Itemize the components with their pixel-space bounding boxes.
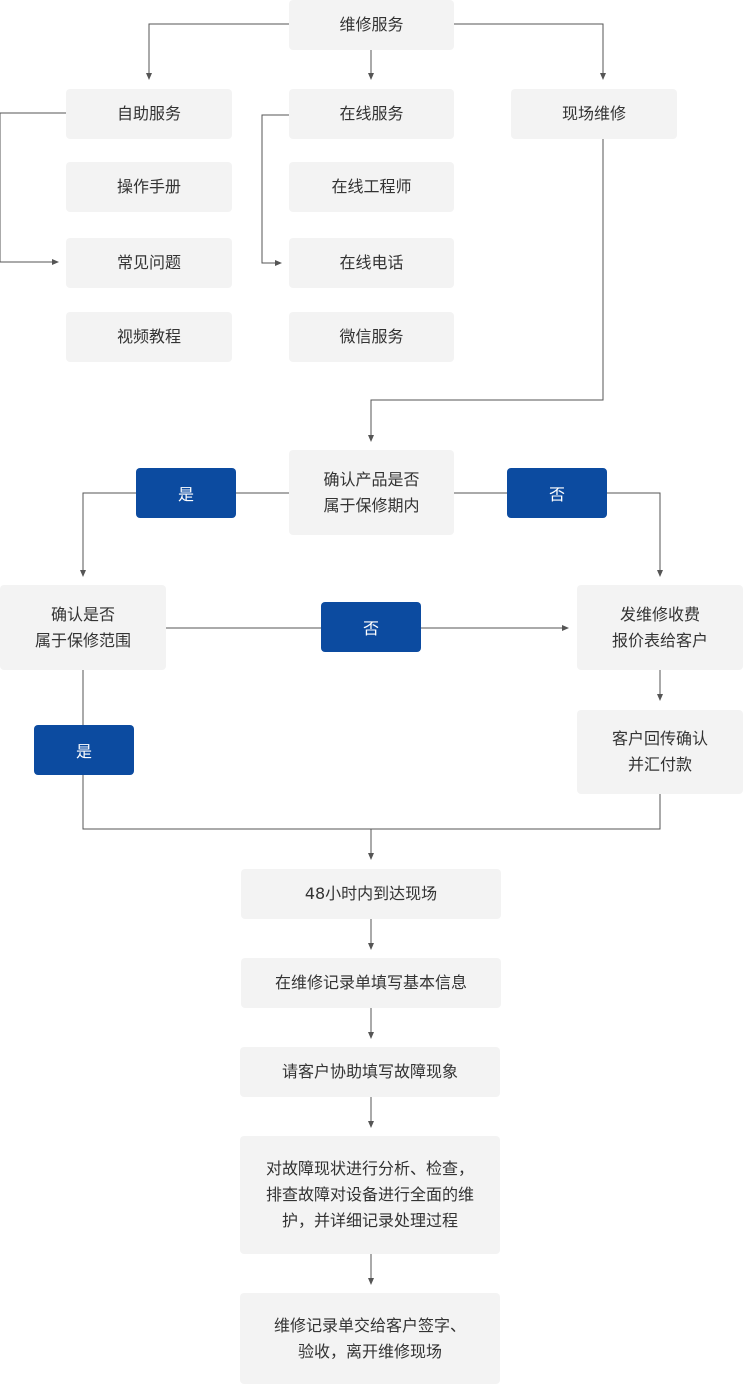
warranty-decision-label: 确认产品是否 属于保修期内 [323, 469, 420, 515]
scope-yes-label: 是 [75, 742, 92, 761]
connector-online-to-phone [261, 114, 289, 266]
connector-self-to-faq [0, 112, 66, 265]
self-service-label: 自助服务 [116, 104, 181, 123]
step-signoff-node: 维修记录单交给客户签字、 验收，离开维修现场 [240, 1293, 500, 1384]
warranty-yes-label: 是 [177, 485, 194, 504]
online-phone-node: 在线电话 [289, 238, 454, 288]
warranty-no-label: 否 [548, 485, 565, 504]
wechat-service-label: 微信服务 [339, 327, 404, 346]
video-tutorial-node: 视频教程 [66, 312, 232, 362]
self-service-node: 自助服务 [66, 89, 232, 139]
connector-scope-yes-merge [82, 670, 661, 830]
repair-service-label: 维修服务 [339, 15, 404, 34]
online-phone-label: 在线电话 [339, 253, 404, 272]
step-record-node: 在维修记录单填写基本信息 [241, 958, 501, 1008]
wechat-service-node: 微信服务 [289, 312, 454, 362]
scope-decision-node: 确认是否 属于保修范围 [0, 585, 166, 670]
video-tutorial-label: 视频教程 [116, 327, 181, 346]
connector-to-onsite-repair [454, 23, 606, 80]
repair-service-node: 维修服务 [289, 0, 454, 50]
step-arrive-node: 48小时内到达现场 [241, 869, 501, 919]
warranty-no-tag: 否 [507, 468, 607, 518]
step-signoff-label: 维修记录单交给客户签字、 验收，离开维修现场 [273, 1315, 466, 1361]
manual-node: 操作手册 [66, 162, 232, 212]
quote-node: 发维修收费 报价表给客户 [577, 585, 743, 670]
quote-label: 发维修收费 报价表给客户 [611, 604, 708, 650]
step-analysis-label: 对故障现状进行分析、检查， 排查故障对设备进行全面的维 护，并详细记录处理过程 [265, 1159, 474, 1230]
step-record-label: 在维修记录单填写基本信息 [274, 973, 467, 992]
scope-yes-tag: 是 [34, 725, 134, 775]
onsite-repair-label: 现场维修 [561, 104, 626, 123]
step-analysis-node: 对故障现状进行分析、检查， 排查故障对设备进行全面的维 护，并详细记录处理过程 [240, 1136, 500, 1254]
online-engineer-label: 在线工程师 [331, 177, 412, 196]
online-engineer-node: 在线工程师 [289, 162, 454, 212]
warranty-decision-node: 确认产品是否 属于保修期内 [289, 450, 454, 535]
scope-decision-label: 确认是否 属于保修范围 [34, 604, 131, 650]
warranty-yes-tag: 是 [136, 468, 236, 518]
onsite-repair-node: 现场维修 [511, 89, 677, 139]
scope-no-label: 否 [362, 619, 379, 638]
step-fault-node: 请客户协助填写故障现象 [240, 1047, 500, 1097]
scope-no-tag: 否 [321, 602, 421, 652]
online-service-node: 在线服务 [289, 89, 454, 139]
payment-confirm-label: 客户回传确认 并汇付款 [611, 729, 708, 774]
connector-onsite-to-warranty [368, 139, 604, 442]
step-arrive-label: 48小时内到达现场 [304, 884, 438, 903]
connector-to-self-service [146, 23, 289, 80]
online-service-label: 在线服务 [339, 104, 404, 123]
manual-label: 操作手册 [116, 177, 181, 196]
payment-confirm-node: 客户回传确认 并汇付款 [577, 710, 743, 794]
step-fault-label: 请客户协助填写故障现象 [281, 1062, 458, 1081]
faq-label: 常见问题 [116, 253, 181, 272]
faq-node: 常见问题 [66, 238, 232, 288]
